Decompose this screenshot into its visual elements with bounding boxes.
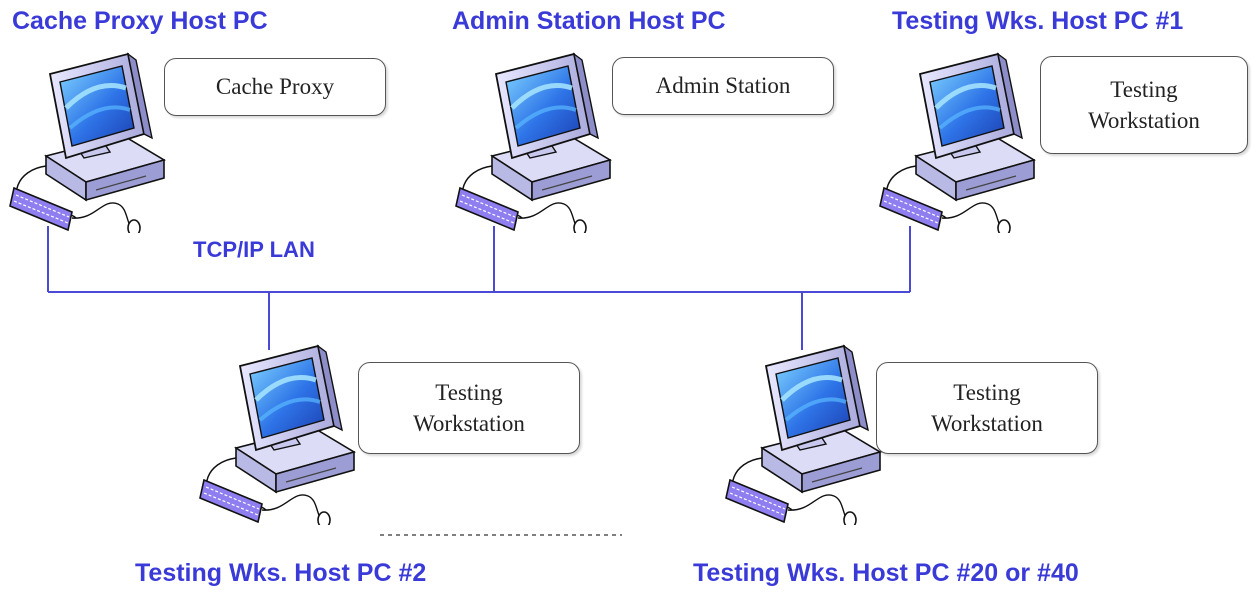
role-box-testing-1: Testing Workstation (1040, 56, 1248, 154)
role-box-testing-20: Testing Workstation (876, 362, 1098, 454)
host-title-admin-station: Admin Station Host PC (452, 7, 726, 35)
role-label-line-1: Testing (435, 379, 503, 405)
host-title-testing-20: Testing Wks. Host PC #20 or #40 (693, 559, 1079, 587)
desktop-computer-icon (452, 48, 612, 233)
role-label-line-1: Testing (1110, 76, 1178, 102)
lan-label: TCP/IP LAN (193, 237, 315, 262)
host-title-cache-proxy: Cache Proxy Host PC (12, 7, 268, 35)
desktop-computer-icon (196, 340, 356, 525)
role-label-line-2: Workstation (413, 411, 525, 436)
role-label-line-2: Workstation (931, 411, 1043, 436)
role-label: Cache Proxy (215, 74, 335, 100)
desktop-computer-icon (876, 48, 1036, 233)
role-label-line-2: Workstation (1088, 108, 1200, 133)
role-box-testing-2: Testing Workstation (358, 362, 580, 454)
role-box-cache-proxy: Cache Proxy (164, 58, 386, 116)
desktop-computer-icon (6, 48, 166, 233)
host-title-testing-2: Testing Wks. Host PC #2 (135, 559, 427, 587)
role-label-line-1: Testing (953, 379, 1021, 405)
desktop-computer-icon (722, 340, 882, 525)
role-box-admin-station: Admin Station (612, 57, 834, 115)
host-title-testing-1: Testing Wks. Host PC #1 (892, 7, 1184, 35)
role-label: Admin Station (655, 73, 791, 99)
